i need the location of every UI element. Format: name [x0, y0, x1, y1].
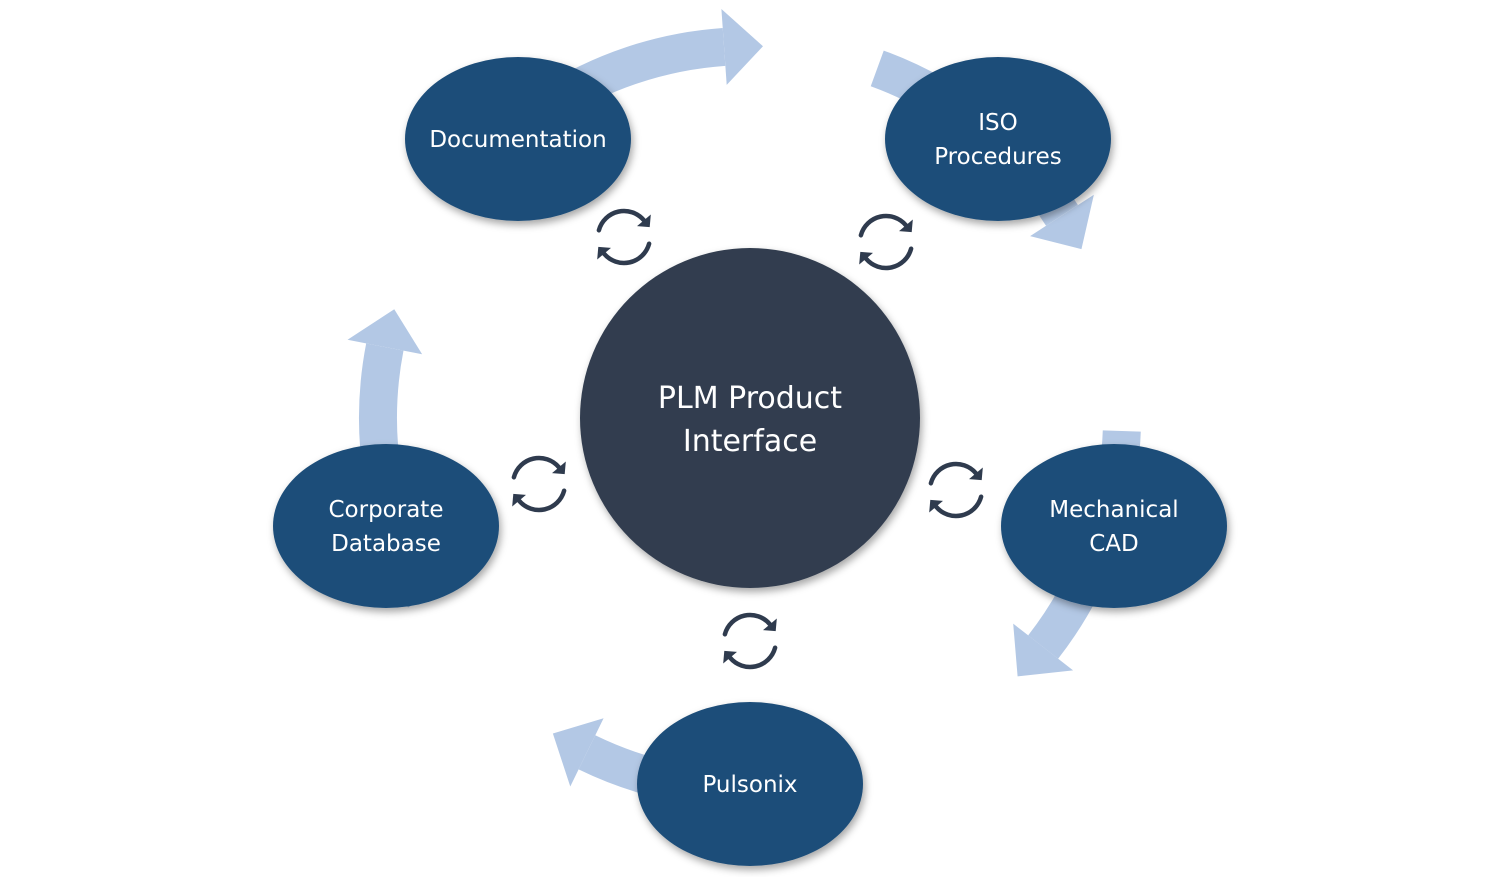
node-mechanical-cad-label-line1: Mechanical — [1049, 497, 1178, 523]
center-label-line2: Interface — [683, 424, 817, 459]
sync-arrowhead — [512, 493, 526, 507]
sync-arrowhead — [969, 467, 983, 481]
sync-arc — [596, 208, 647, 233]
ring-arrow-pulsonix-to-corporate-head — [552, 718, 604, 787]
ring-arrow-iso-to-mechanical-head — [1030, 194, 1094, 250]
node-iso-procedures: ISO Procedures — [885, 57, 1111, 221]
sync-arrowhead — [637, 214, 651, 228]
sync-arc — [601, 241, 652, 266]
node-documentation-ellipse — [405, 57, 631, 221]
sync-arc — [863, 246, 914, 271]
sync-icon-mechanical — [928, 461, 984, 519]
ring-arrow-documentation-to-iso-head — [721, 8, 763, 85]
node-pulsonix-ellipse — [637, 702, 863, 866]
node-iso-procedures-label-line1: ISO — [978, 110, 1018, 136]
node-iso-procedures-ellipse — [885, 57, 1111, 221]
sync-arrowhead — [929, 499, 943, 513]
node-corporate-database-ellipse — [273, 444, 499, 608]
node-documentation: Documentation — [405, 57, 631, 221]
center-hub: PLM Product Interface — [580, 248, 920, 588]
sync-icon-iso — [858, 213, 914, 271]
sync-arrowhead — [552, 461, 566, 475]
sync-arrowhead — [763, 618, 777, 632]
sync-arc — [928, 461, 979, 486]
sync-arrowhead — [597, 246, 611, 260]
sync-arc — [727, 645, 778, 670]
node-corporate-database-label-line2: Database — [331, 531, 441, 557]
node-documentation-label: Documentation — [429, 127, 606, 153]
sync-arc — [722, 612, 773, 637]
sync-icon-documentation — [596, 208, 652, 266]
center-circle — [580, 248, 920, 588]
center-label-line1: PLM Product — [658, 381, 842, 416]
sync-arc — [858, 213, 909, 238]
sync-icons — [511, 208, 984, 670]
node-corporate-database: Corporate Database — [273, 444, 499, 608]
node-pulsonix-label: Pulsonix — [702, 772, 797, 798]
node-iso-procedures-label-line2: Procedures — [934, 144, 1062, 170]
node-pulsonix: Pulsonix — [637, 702, 863, 866]
sync-arrowhead — [899, 219, 913, 233]
sync-arrowhead — [859, 251, 873, 265]
sync-arc — [933, 494, 984, 519]
ring-arrow-corporate-to-documentation-head — [347, 309, 423, 355]
sync-arc — [511, 455, 562, 480]
sync-icon-corporate — [511, 455, 567, 513]
sync-icon-pulsonix — [722, 612, 778, 670]
node-mechanical-cad-label-line2: CAD — [1089, 531, 1139, 557]
node-mechanical-cad: Mechanical CAD — [1001, 444, 1227, 608]
node-corporate-database-label-line1: Corporate — [329, 497, 444, 523]
node-mechanical-cad-ellipse — [1001, 444, 1227, 608]
ring-arrow-mechanical-to-pulsonix-head — [1013, 623, 1074, 677]
sync-arrowhead — [723, 650, 737, 664]
sync-arc — [516, 488, 567, 513]
